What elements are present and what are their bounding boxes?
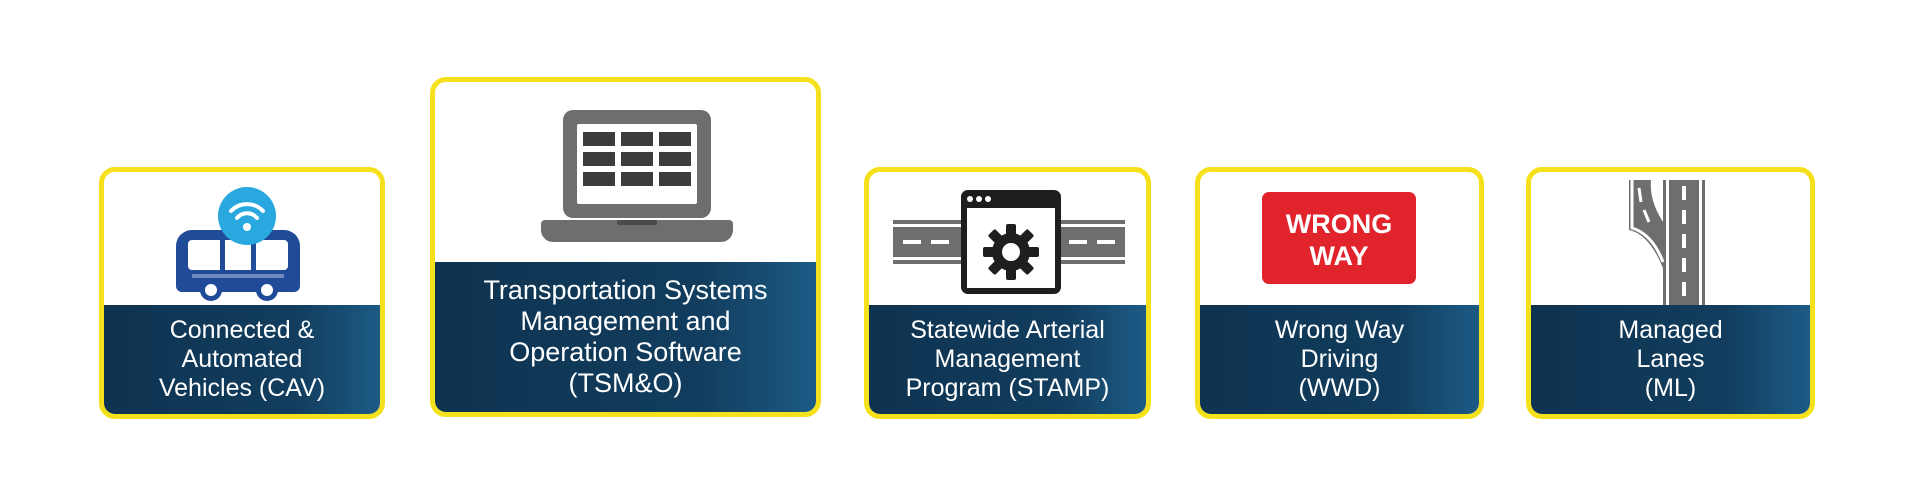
wrong-way-sign-text: WRONG [1286,209,1392,239]
card-wwd-label: Wrong Way Driving (WWD) [1200,305,1479,414]
wrong-way-sign-text: WAY [1309,241,1368,271]
card-ml-icon-area [1531,172,1810,310]
card-ml[interactable]: Managed Lanes (ML) [1526,167,1815,419]
card-cav-label-line: Connected & [169,316,315,344]
card-wwd-label-line: (WWD) [1298,374,1381,402]
card-tsmo-label: Transportation Systems Management and Op… [435,262,816,412]
card-tsmo-icon-area [435,82,816,262]
card-stamp[interactable]: Statewide Arterial Management Program (S… [864,167,1151,419]
card-wwd-label-line: Driving [1300,345,1379,373]
card-stamp-label-line: Statewide Arterial [910,316,1105,344]
card-cav[interactable]: Connected & Automated Vehicles (CAV) [99,167,385,419]
card-ml-label: Managed Lanes (ML) [1531,305,1810,414]
card-cav-label-line: Vehicles (CAV) [158,374,326,402]
wrong-way-sign-icon: WRONG WAY [1262,192,1416,284]
connected-vehicle-icon [176,187,300,301]
card-tsmo-label-line: Management and [520,306,731,336]
card-cav-icon-area [104,172,380,310]
managed-lanes-icon [1629,180,1705,306]
card-cav-label-line: Automated [181,345,303,373]
road-software-gear-icon [893,190,1125,294]
card-stamp-label-line: Program (STAMP) [905,374,1110,402]
card-tsmo-label-line: Transportation Systems [483,275,768,305]
card-tsmo-label-line: (TSM&O) [568,368,683,398]
card-wwd[interactable]: WRONG WAY Wrong Way Driving (WWD) [1195,167,1484,419]
card-stamp-icon-area [869,172,1146,310]
card-ml-label-line: (ML) [1644,374,1697,402]
card-tsmo-label-line: Operation Software [509,337,742,367]
card-ml-label-line: Managed [1618,316,1723,344]
card-tsmo[interactable]: Transportation Systems Management and Op… [430,77,821,417]
card-wwd-label-line: Wrong Way [1274,316,1405,344]
card-ml-label-line: Lanes [1636,345,1705,373]
laptop-grid-icon [541,110,733,242]
card-stamp-label-line: Management [934,345,1081,373]
card-stamp-label: Statewide Arterial Management Program (S… [869,305,1146,414]
card-cav-label: Connected & Automated Vehicles (CAV) [104,305,380,414]
card-wwd-icon-area: WRONG WAY [1200,172,1479,310]
